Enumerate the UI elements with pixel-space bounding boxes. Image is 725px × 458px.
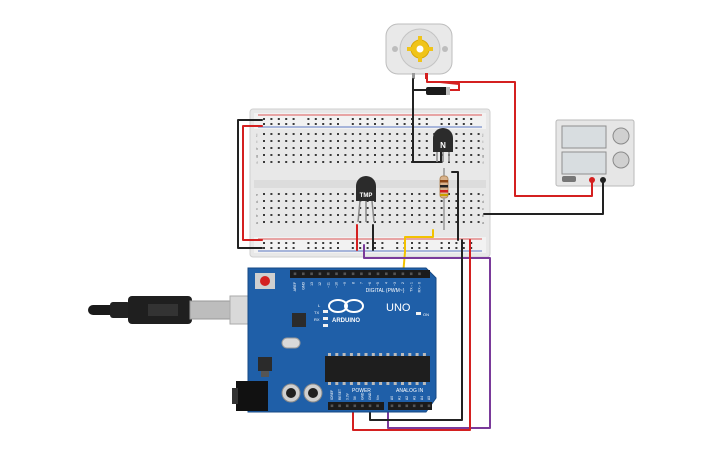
digital-pin-label: 8 — [351, 282, 355, 284]
analog-pin-label: A5 — [427, 396, 431, 400]
row-letter: a — [482, 220, 485, 225]
row-letter: h — [482, 146, 484, 151]
dc-motor-icon[interactable] — [385, 23, 453, 79]
digital-pin-label: ~9 — [343, 282, 347, 286]
row-letter: c — [256, 206, 258, 211]
wire-black-motor-transistor[interactable] — [412, 78, 442, 163]
rx-label: RX — [314, 317, 320, 322]
atmega-chip — [325, 356, 430, 382]
l-label: L — [318, 303, 321, 308]
power-pin-label: IOREF — [330, 390, 334, 400]
on-label: ON — [423, 312, 429, 317]
digital-pin-label: ~11 — [326, 282, 330, 288]
dc-power-supply-icon[interactable] — [555, 119, 635, 187]
wire-black-left-rail[interactable] — [237, 119, 263, 249]
row-letter: b — [256, 213, 259, 218]
digital-pin-label: 4 — [385, 282, 389, 284]
motor-gear — [407, 36, 433, 62]
usb-chip — [292, 313, 306, 327]
row-letter: i — [257, 139, 258, 144]
row-letter: h — [256, 146, 258, 151]
tx-label: TX — [314, 310, 319, 315]
arduino-model-label: UNO — [386, 302, 411, 314]
wire-black-resistor-ground[interactable] — [451, 171, 459, 241]
wire-black-gnd[interactable] — [369, 239, 463, 421]
row-letter: g — [482, 153, 484, 158]
digital-pin-label: ~10 — [335, 282, 339, 288]
power-pin-label: Vin — [376, 395, 380, 400]
digital-pin-label: 13 — [310, 282, 314, 286]
power-pin-label: GND — [361, 392, 365, 400]
usb-cable-icon[interactable] — [88, 295, 261, 325]
on-led — [416, 312, 421, 315]
digital-pin-label: 12 — [318, 282, 322, 286]
digital-pin-label: TX→1 — [409, 282, 413, 292]
digital-pin-label: GND — [302, 282, 306, 290]
row-letter: j — [482, 132, 484, 137]
row-letter: c — [482, 206, 484, 211]
row-letter: e — [256, 192, 259, 197]
digital-header-label: DIGITAL (PWM~) — [366, 288, 405, 294]
analog-pin-label: A1 — [398, 396, 402, 400]
arduino-logo — [328, 299, 364, 313]
digital-pin-label: ~6 — [368, 282, 372, 286]
power-pin-label: 5V — [353, 395, 357, 400]
analog-pin-label: A3 — [412, 396, 416, 400]
power-pin-label: 3.3V — [345, 392, 349, 400]
digital-pin-label: RX←0 — [418, 282, 422, 292]
digital-pin-label: 2 — [401, 282, 405, 284]
row-letter: g — [256, 153, 258, 158]
row-letter: f — [256, 160, 258, 165]
wire-yellow-signal[interactable] — [402, 229, 434, 276]
power-pin-label: RESET — [338, 389, 342, 400]
transistor-icon[interactable]: N — [433, 128, 453, 162]
row-letter: f — [482, 160, 484, 165]
digital-pin-label: ~3 — [393, 282, 397, 286]
power-pin-label: GND — [368, 392, 372, 400]
tmp-label: TMP — [360, 193, 373, 199]
analog-header[interactable] — [388, 402, 432, 410]
wire-purple-analog[interactable] — [363, 244, 491, 429]
digital-pin-label: ~5 — [376, 282, 380, 286]
wire-red-5v[interactable] — [352, 239, 471, 431]
row-letter: b — [482, 213, 485, 218]
row-letter: i — [483, 139, 484, 144]
digital-pin-label: 7 — [360, 282, 364, 284]
digital-pin-labels: AREF GND 13 12 ~11 ~10 ~9 8 7 ~6 ~5 4 ~3 2 TX→1 RX←0 — [293, 282, 422, 293]
row-letter: a — [256, 220, 259, 225]
row-letter: j — [256, 132, 258, 137]
arduino-logo-text: ARDUINO — [332, 318, 360, 324]
wire-black-supply-ground[interactable] — [483, 180, 604, 215]
wire-red-motor-supply[interactable] — [426, 78, 593, 197]
diode-icon[interactable] — [413, 81, 460, 95]
crystal — [281, 337, 301, 349]
analog-pin-label: A4 — [420, 396, 424, 400]
power-jack[interactable] — [236, 381, 268, 411]
voltage-regulator — [258, 357, 272, 371]
temperature-sensor-icon[interactable]: TMP — [356, 176, 376, 223]
row-letter: d — [256, 199, 258, 204]
power-header-label: POWER — [352, 388, 371, 394]
analog-header-label: ANALOG IN — [396, 388, 424, 394]
arduino-uno-board[interactable]: DIGITAL (PWM~) AREF GND 13 12 ~11 ~10 ~9 8 7 ~6 ~5… — [232, 267, 437, 413]
analog-pin-label: A2 — [405, 396, 409, 400]
transistor-label: N — [440, 141, 446, 150]
digital-pin-label: AREF — [293, 282, 297, 291]
digital-header[interactable] — [290, 270, 430, 278]
analog-pin-label: A0 — [390, 396, 394, 400]
row-letter: e — [482, 192, 485, 197]
resistor-icon[interactable] — [439, 168, 449, 230]
row-letter: d — [482, 199, 484, 204]
wire-red-left-rail[interactable] — [242, 125, 263, 241]
